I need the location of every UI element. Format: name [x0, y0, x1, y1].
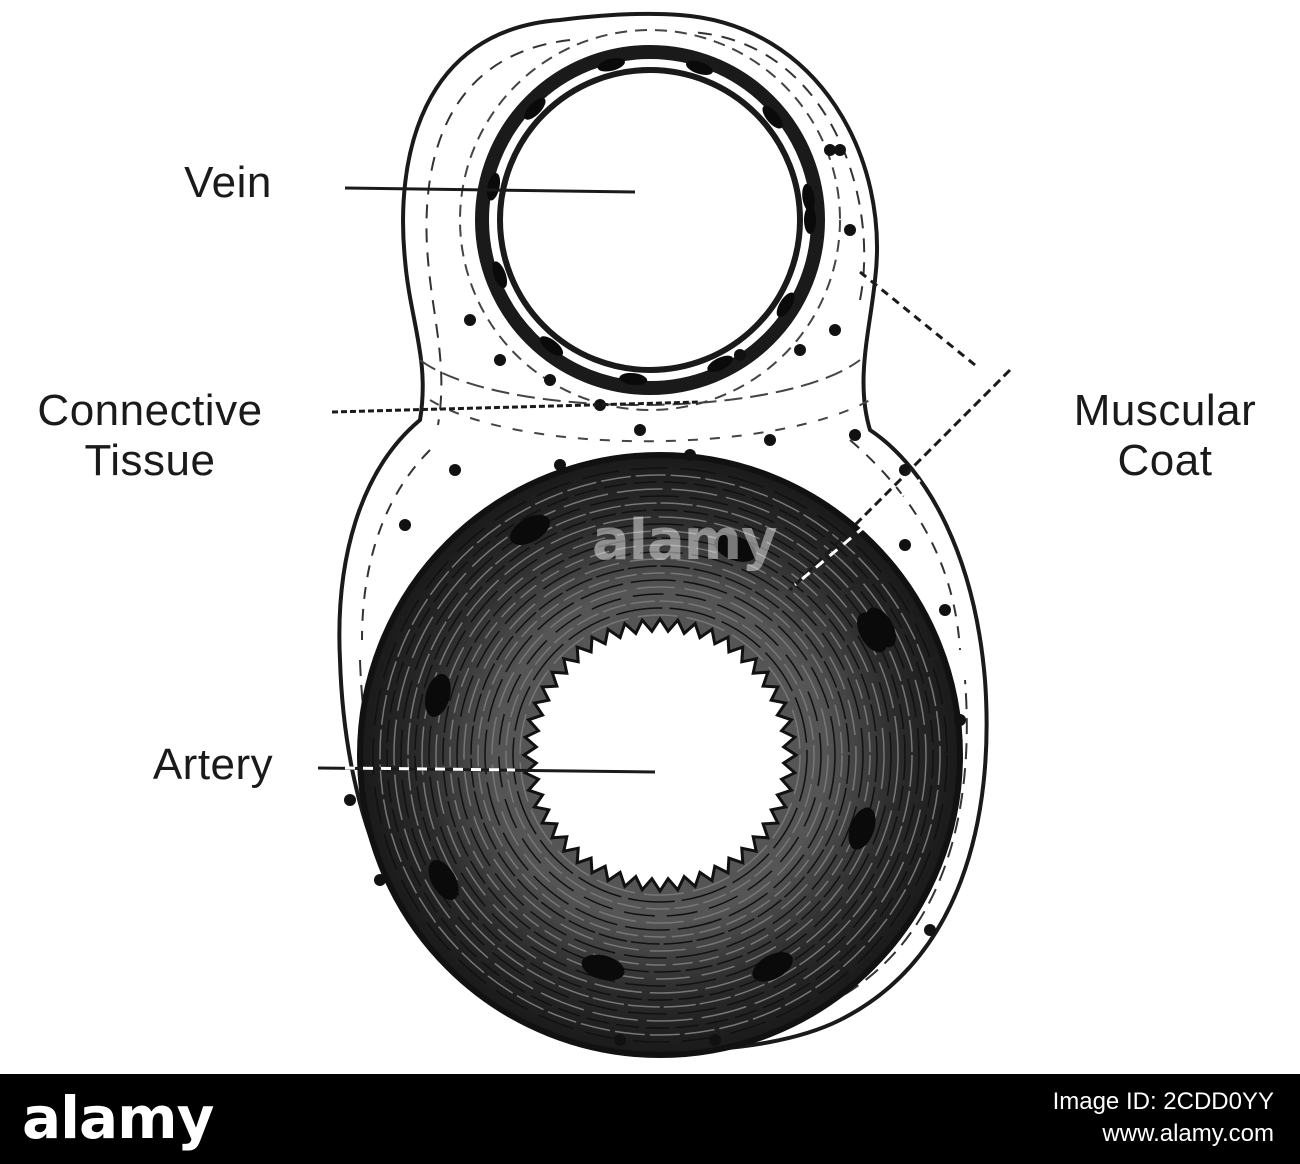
muscle-ring — [414, 509, 906, 1001]
smooth-muscle-nucleus — [848, 807, 876, 850]
watermark-right: alamy — [1060, 772, 1246, 837]
muscle-ring — [379, 474, 941, 1036]
artery-lumen — [521, 616, 799, 894]
vein-nuclei — [486, 58, 816, 386]
muscle-ring — [491, 586, 829, 924]
connective-nucleus — [544, 374, 556, 386]
connective-nucleus — [794, 344, 806, 356]
vein-wall-nucleus — [762, 105, 783, 129]
artery-muscle-rings — [372, 467, 948, 1043]
connective-nucleus — [899, 539, 911, 551]
muscle-ring — [519, 614, 801, 896]
connective-nucleus — [684, 449, 696, 461]
vein-wall-nucleus — [539, 336, 564, 356]
connective-nucleus — [449, 464, 461, 476]
vein-wall-nucleus — [619, 372, 648, 386]
label-muscular-coat: Muscular Coat — [1030, 386, 1300, 486]
muscle-ring — [498, 593, 822, 917]
connective-nucleus — [734, 349, 746, 361]
muscle-ring — [442, 537, 878, 973]
muscle-ring — [400, 495, 920, 1015]
connective-nucleus — [824, 144, 836, 156]
muscle-ring — [393, 488, 927, 1022]
connective-nucleus — [554, 459, 566, 471]
label-vein-text: Vein — [184, 158, 272, 207]
connective-nucleus — [924, 924, 936, 936]
artery-cross-section — [357, 452, 963, 1058]
site-url: www.alamy.com — [1102, 1120, 1274, 1147]
cross-section-drawing — [317, 11, 1012, 1058]
muscle-ring — [477, 572, 843, 938]
muscle-ring — [484, 579, 836, 931]
label-vein: Vein — [148, 158, 308, 208]
connective-nucleus — [594, 399, 606, 411]
smooth-muscle-nucleus — [581, 954, 625, 981]
label-artery: Artery — [118, 740, 308, 790]
connective-nucleus — [399, 519, 411, 531]
muscle-ring — [421, 516, 899, 994]
connective-nucleus — [844, 224, 856, 236]
muscular-coat-leader-vein — [859, 270, 976, 367]
muscle-ring — [407, 502, 913, 1008]
vein-wall-nucleus — [804, 206, 816, 234]
brand-logo: alamy — [22, 1084, 214, 1152]
connective-nucleus — [344, 794, 356, 806]
smooth-muscle-nucleus — [865, 607, 896, 648]
connective-nucleus — [634, 424, 646, 436]
artery-nuclei — [424, 514, 896, 982]
connective-nucleus — [954, 714, 966, 726]
label-artery-text: Artery — [152, 740, 274, 789]
muscle-ring — [512, 607, 808, 903]
connective-nucleus — [494, 354, 506, 366]
vein-wall-nucleus — [707, 355, 733, 372]
smooth-muscle-nucleus — [714, 534, 757, 562]
stock-footer-bar: alamy Image ID: 2CDD0YY www.alamy.com — [0, 1074, 1300, 1164]
muscle-ring — [435, 530, 885, 980]
connective-nucleus — [614, 1034, 626, 1046]
image-reference: Image ID: 2CDD0YY www.alamy.com — [1053, 1086, 1274, 1150]
vein-wall-nucleus — [802, 183, 815, 212]
label-connective-line2: Tissue — [84, 436, 216, 485]
watermark-center: alamy — [592, 508, 778, 573]
connective-nucleus — [374, 874, 386, 886]
image-id: Image ID: 2CDD0YY — [1052, 1088, 1274, 1115]
connective-tissue-nuclei — [344, 144, 966, 1046]
smooth-muscle-nucleus — [424, 673, 451, 717]
vein-wall-nucleus — [492, 261, 508, 289]
smooth-muscle-nucleus — [428, 860, 459, 900]
muscle-ring — [456, 551, 864, 959]
muscle-ring — [386, 481, 934, 1029]
connective-nucleus — [939, 604, 951, 616]
connective-nucleus — [464, 314, 476, 326]
vein-leader-line — [344, 186, 636, 194]
muscle-ring — [372, 467, 948, 1043]
histology-figure: Vein Connective Tissue Muscular Coat Art… — [0, 11, 1300, 1058]
vein-wall-nucleus — [524, 97, 546, 120]
smooth-muscle-nucleus — [752, 952, 793, 982]
vein-wall-nucleus — [685, 60, 713, 75]
connective-tissue-leader-line — [331, 400, 701, 414]
connective-nucleus — [849, 429, 861, 441]
muscle-ring — [428, 523, 892, 987]
vein-wall-nucleus — [486, 172, 501, 201]
connective-nucleus — [764, 434, 776, 446]
muscle-ring — [449, 544, 871, 966]
connective-nucleus — [829, 324, 841, 336]
artery-leader-line — [317, 766, 656, 774]
label-connective-line1: Connective — [37, 386, 263, 435]
vein-wall-nucleus — [597, 58, 625, 72]
muscular-coat-leader-artery — [788, 368, 1012, 592]
muscle-ring — [505, 600, 815, 910]
vein-wall-nucleus — [776, 292, 795, 318]
label-muscular-line2: Coat — [1117, 436, 1213, 485]
muscle-ring — [470, 565, 850, 945]
smooth-muscle-nucleus — [510, 514, 550, 545]
vein-cross-section — [459, 29, 841, 411]
muscle-ring — [463, 558, 857, 952]
connective-nucleus — [709, 1034, 721, 1046]
label-connective-tissue: Connective Tissue — [0, 386, 300, 486]
connective-nucleus — [834, 144, 846, 156]
label-muscular-line1: Muscular — [1073, 386, 1257, 435]
